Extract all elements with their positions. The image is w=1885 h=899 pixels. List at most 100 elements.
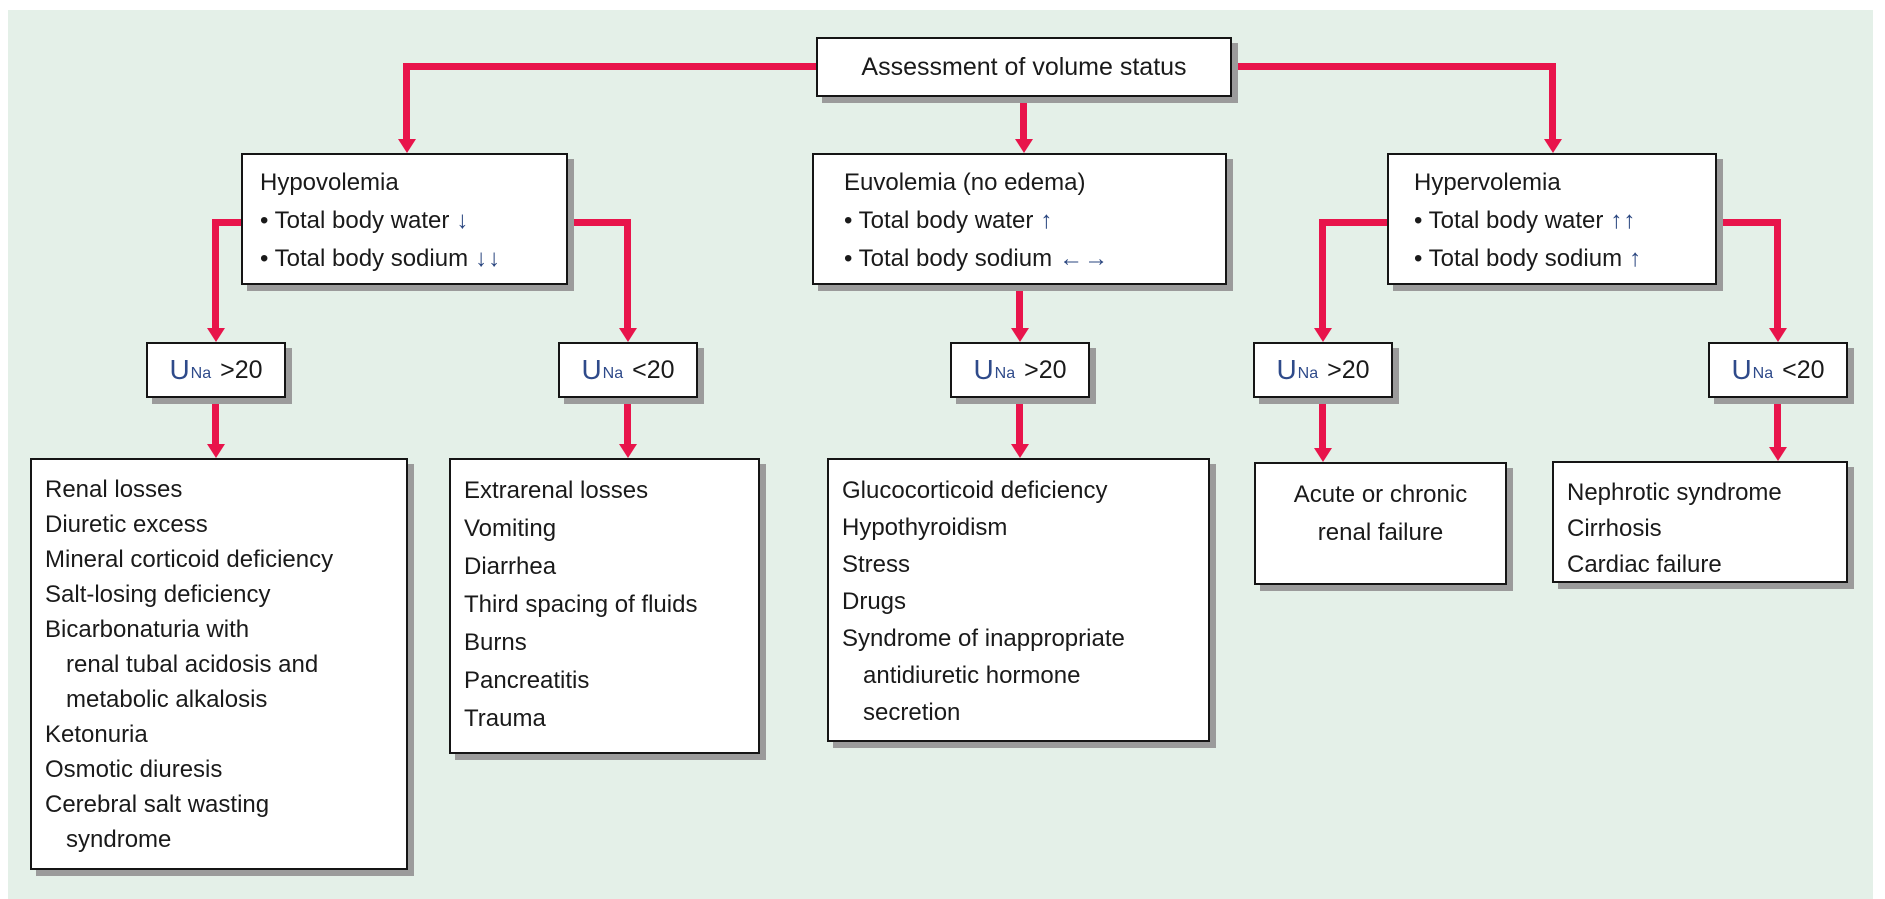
outcome-line: Third spacing of fluids [464,591,698,618]
outcome-line: Ketonuria [45,721,148,748]
bullet-label: • Total body water [844,207,1034,234]
outcome-line: Bicarbonaturia with [45,616,250,643]
connector-hypovolemia-left-vertical [212,219,219,328]
outcome-line: antidiuretic hormone [863,662,1081,689]
una-subscript: Na [994,365,1016,382]
outcome-line: Nephrotic syndrome [1567,479,1782,506]
arrowhead-to-hypovolemia [398,139,416,153]
una-subscript: Na [1297,365,1319,382]
una-value: <20 [1782,355,1825,384]
connector-hypovolemia-left-horizontal [212,219,241,226]
root-box-assessment-of-volume-status: Assessment of volume status [816,37,1232,97]
double-up-arrow-glyph: ↑↑ [1610,207,1637,234]
connector-una3-vertical [1016,398,1023,444]
volume-box-bullet: • Total body sodium↑ [1414,240,1707,278]
volume-box-bullet: • Total body water↓ [260,202,558,240]
connector-hypervolemia-right-vertical [1774,219,1781,328]
volume-box-bullet: • Total body sodium↓↓ [260,240,558,278]
una-value: >20 [220,355,263,384]
outcome-box-glucocorticoid-deficiency: Glucocorticoid deficiency Hypothyroidism… [827,458,1210,742]
up-arrow-glyph: ↑ [1040,207,1054,234]
outcome-line: renal tubal acidosis and [66,651,319,678]
una-symbol: U [973,354,994,385]
outcome-line: Mineral corticoid deficiency [45,546,334,573]
connector-una5-vertical [1774,398,1781,447]
arrowhead-to-una-5 [1769,328,1787,342]
arrowhead-to-hypervolemia [1544,139,1562,153]
una-value: >20 [1024,355,1067,384]
left-right-arrow-glyph: ←→ [1059,245,1110,272]
volume-box-bullet: • Total body sodium←→ [844,240,1217,278]
bullet-label: • Total body sodium [260,245,469,272]
connector-una2-vertical [624,398,631,444]
outcome-box-renal-failure: Acute or chronic renal failure [1254,462,1507,585]
arrowhead-to-una-3 [1011,328,1029,342]
una-symbol: U [169,354,190,385]
arrowhead-to-outcome-4 [1314,448,1332,462]
outcome-line: Diuretic excess [45,511,208,538]
connector-hypervolemia-left-horizontal [1319,219,1387,226]
outcome-line: Burns [464,629,527,656]
volume-box-title: Hypovolemia [260,169,399,196]
connector-root-left-vertical [403,63,410,139]
una-subscript: Na [602,365,624,382]
connector-euvolemia-vertical [1016,285,1023,328]
connector-una4-vertical [1319,398,1326,448]
outcome-line: metabolic alkalosis [66,686,268,713]
outcome-box-nephrotic-syndrome: Nephrotic syndrome Cirrhosis Cardiac fai… [1552,461,1848,583]
bullet-label: • Total body water [1414,207,1604,234]
una-symbol: U [1276,354,1297,385]
outcome-line: Renal losses [45,476,183,503]
volume-box-bullet: • Total body water↑↑ [1414,202,1707,240]
una-symbol: U [1731,354,1752,385]
una-value: <20 [632,355,675,384]
outcome-line: Vomiting [464,515,557,542]
connector-una1-vertical [212,398,219,444]
outcome-line: Diarrhea [464,553,557,580]
connector-hypovolemia-right-vertical [624,219,631,328]
outcome-line: Cardiac failure [1567,551,1722,578]
arrowhead-to-euvolemia [1015,139,1033,153]
arrowhead-to-outcome-1 [207,444,225,458]
una-subscript: Na [190,365,212,382]
volume-box-title: Hypervolemia [1414,169,1561,196]
una-subscript: Na [1752,365,1774,382]
volume-box-hypervolemia: Hypervolemia • Total body water↑↑ • Tota… [1387,153,1717,285]
connector-root-left-horizontal [403,63,816,70]
una-symbol: U [581,354,602,385]
root-box-label: Assessment of volume status [861,52,1187,81]
outcome-line: Hypothyroidism [842,514,1008,541]
arrowhead-to-una-4 [1314,328,1332,342]
volume-box-bullet: • Total body water↑ [844,202,1217,240]
outcome-line: syndrome [66,826,172,853]
bullet-label: • Total body sodium [1414,245,1623,272]
outcome-line: Syndrome of inappropriate [842,625,1125,652]
una-value: >20 [1327,355,1370,384]
arrowhead-to-una-2 [619,328,637,342]
connector-root-center-vertical [1020,97,1027,139]
connector-hypervolemia-right-horizontal [1717,219,1781,226]
arrowhead-to-outcome-5 [1769,447,1787,461]
outcome-line: Osmotic diuresis [45,756,223,783]
connector-root-right-vertical [1549,63,1556,139]
outcome-line: Pancreatitis [464,667,590,694]
up-arrow-glyph: ↑ [1629,245,1643,272]
volume-box-euvolemia: Euvolemia (no edema) • Total body water↑… [812,153,1227,285]
outcome-box-renal-losses: Renal losses Diuretic excess Mineral cor… [30,458,408,870]
outcome-line: Cerebral salt wasting [45,791,270,818]
outcome-line: Cirrhosis [1567,515,1662,542]
arrowhead-to-outcome-3 [1011,444,1029,458]
outcome-box-extrarenal-losses: Extrarenal losses Vomiting Diarrhea Thir… [449,458,760,754]
arrowhead-to-una-1 [207,328,225,342]
outcome-line: secretion [863,699,961,726]
outcome-line: Salt-losing deficiency [45,581,271,608]
outcome-line: Acute or chronic [1293,481,1468,508]
bullet-label: • Total body water [260,207,450,234]
arrowhead-to-outcome-2 [619,444,637,458]
